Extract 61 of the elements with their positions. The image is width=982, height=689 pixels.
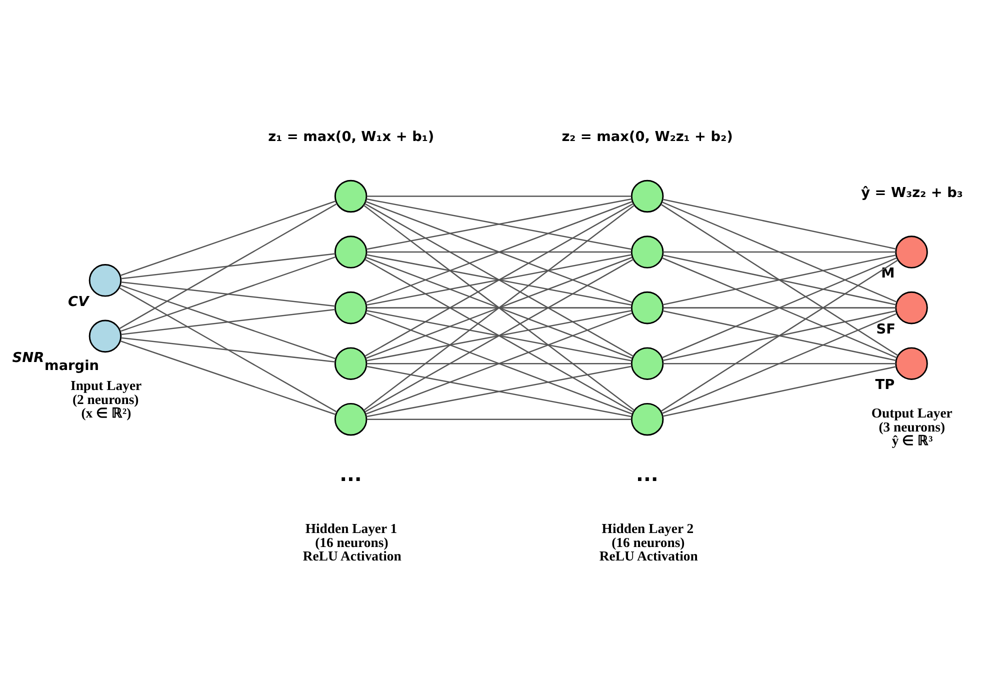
connector [366, 254, 632, 306]
connector [662, 366, 896, 417]
connector [366, 196, 632, 197]
connector [119, 287, 338, 413]
connector [121, 308, 336, 336]
connector [366, 418, 632, 420]
node-circle [630, 180, 664, 213]
node-circle [630, 291, 664, 324]
label: Output Layer (3 neurons) ŷ ∈ ℝ³ [871, 406, 952, 448]
label: z₂ = max(0, W₂z₁ + b₂) [562, 129, 733, 146]
node-label: TP [875, 377, 895, 394]
connector [366, 362, 632, 364]
connector [121, 253, 336, 280]
label: Hidden Layer 2 (16 neurons) ReLU Activation [599, 521, 698, 564]
node-circle [630, 347, 664, 380]
connector [660, 204, 898, 356]
node-circle [334, 347, 368, 380]
connector [120, 284, 336, 360]
connector [662, 310, 896, 362]
label: z₁ = max(0, W₁x + b₁) [268, 129, 434, 146]
connector [366, 307, 632, 308]
connector [363, 204, 635, 411]
connector [121, 281, 336, 307]
connector [366, 198, 632, 250]
node-circle [334, 402, 368, 436]
node-circle [630, 236, 664, 268]
node-circle [895, 236, 928, 268]
label: ... [636, 463, 658, 486]
connector [366, 366, 632, 418]
label: Hidden Layer 1 (16 neurons) ReLU Activation [302, 521, 402, 564]
node-circle [334, 180, 368, 213]
node-circle [895, 291, 928, 324]
connector [365, 256, 632, 359]
node-circle [334, 291, 368, 324]
connector [662, 257, 898, 358]
connector [364, 203, 634, 357]
node-circle [88, 264, 122, 297]
connector [120, 200, 336, 276]
connector [663, 251, 896, 253]
connector [366, 310, 632, 362]
node-circle [88, 320, 122, 353]
connector [660, 259, 898, 412]
node-circle [895, 347, 928, 380]
label: Input Layer (2 neurons) (x ∈ ℝ²) [70, 378, 142, 421]
connector [121, 337, 336, 363]
connector [120, 340, 336, 416]
label: ... [340, 463, 362, 486]
node-circle [630, 402, 664, 436]
node-label: CV [68, 294, 89, 310]
connector [662, 202, 898, 303]
label: ŷ = W₃z₂ + b₃ [861, 184, 963, 201]
connector [663, 362, 896, 364]
connector [662, 313, 898, 414]
node-circle [334, 236, 368, 268]
connector [120, 256, 336, 332]
connector [663, 307, 896, 308]
connector [366, 251, 632, 253]
node-label: SF [876, 321, 896, 338]
connector [662, 198, 896, 250]
connector [119, 203, 338, 330]
node-label: M [881, 266, 895, 282]
